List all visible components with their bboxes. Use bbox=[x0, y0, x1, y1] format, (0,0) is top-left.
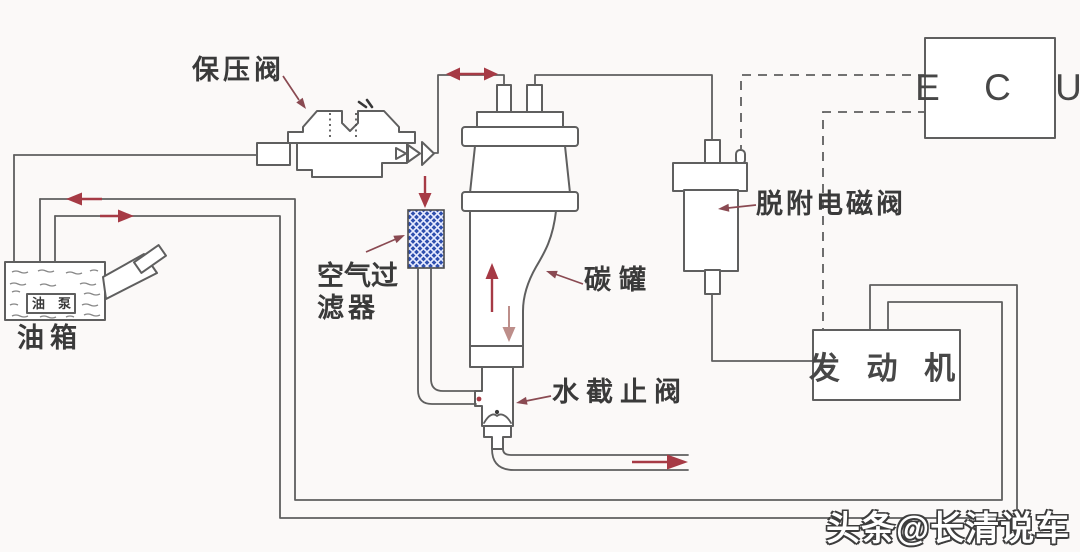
vapor-flow-double-arrow bbox=[446, 67, 498, 81]
canister-top-plate bbox=[476, 111, 564, 129]
purge-valve-terminal-pin bbox=[735, 149, 746, 165]
water-cutoff-leader bbox=[516, 395, 552, 405]
drain-pipe-inner bbox=[502, 448, 689, 456]
valve-funnel bbox=[483, 413, 512, 424]
label-engine: 发 动 机 bbox=[808, 350, 965, 386]
drain-flow-arrow-right bbox=[632, 454, 688, 470]
canister-lower-body bbox=[469, 210, 557, 347]
air-filter-element bbox=[407, 209, 445, 269]
purge-valve-bottom-stub bbox=[704, 269, 721, 295]
canister-down-flow-arrow bbox=[502, 306, 516, 342]
label-pressure-valve: 保压阀 bbox=[192, 55, 285, 85]
fuel-supply-pipe bbox=[54, 215, 1018, 519]
purge-valve-body bbox=[683, 189, 739, 272]
air-intake-down-arrow bbox=[418, 176, 432, 208]
purge-valve-top-stub bbox=[704, 139, 721, 165]
ecu-to-purge-valve-wire bbox=[740, 74, 927, 149]
watermark-text: 头条@长清说车 bbox=[826, 510, 1071, 548]
label-fuel-tank: 油箱 bbox=[17, 323, 83, 353]
canister-left-port bbox=[496, 84, 512, 114]
label-ecu: E C U bbox=[915, 67, 1080, 108]
drain-pipe-outer bbox=[491, 448, 689, 471]
canister-upper-body bbox=[469, 145, 571, 194]
purge-valve-leader bbox=[718, 203, 757, 212]
water-cutoff-valve-body bbox=[474, 366, 514, 427]
ecu-box bbox=[924, 37, 1056, 139]
pressure-valve-connector bbox=[256, 142, 291, 166]
label-air-filter-line1: 空气过 bbox=[317, 261, 398, 291]
label-water-cutoff-valve: 水截止阀 bbox=[552, 377, 688, 407]
air-filter-pipe-inner bbox=[430, 267, 477, 392]
cone-fittings bbox=[395, 141, 435, 166]
label-air-filter-line2: 滤器 bbox=[317, 293, 379, 323]
pressure-valve-internal-dashes bbox=[329, 113, 357, 140]
canister-bottom-cap bbox=[469, 345, 524, 368]
purge-valve-to-engine-pipe bbox=[711, 292, 814, 362]
label-canister: 碳罐 bbox=[584, 265, 654, 295]
engine-box bbox=[812, 329, 961, 401]
pressure-valve-leader bbox=[282, 75, 306, 109]
fuel-return-pipe bbox=[39, 198, 1003, 501]
purge-valve-cap bbox=[672, 162, 748, 192]
pressure-valve-marks bbox=[357, 98, 374, 109]
canister-to-purge-valve-pipe bbox=[534, 74, 713, 141]
canister-up-flow-arrow bbox=[485, 263, 499, 312]
canister-lower-flange bbox=[461, 191, 579, 212]
valve-funnel-dot bbox=[494, 409, 500, 415]
pressure-valve-housing bbox=[296, 142, 408, 178]
pressure-valve-cap bbox=[287, 110, 416, 144]
valve-to-canister-pipe bbox=[433, 74, 505, 154]
fuel-pump-box bbox=[26, 293, 76, 314]
return-flow-arrow-left bbox=[66, 192, 102, 206]
filler-cap bbox=[133, 244, 167, 274]
canister-right-port bbox=[526, 84, 543, 114]
supply-flow-arrow-right bbox=[100, 209, 134, 223]
label-purge-solenoid-valve: 脱附电磁阀 bbox=[756, 189, 906, 219]
ecu-to-engine-wire bbox=[822, 111, 927, 330]
valve-side-port-dot bbox=[476, 396, 482, 402]
valve-outlet-steps bbox=[483, 425, 512, 450]
label-fuel-pump: 油泵 bbox=[32, 296, 85, 311]
canister-upper-flange bbox=[461, 126, 579, 147]
air-filter-leader bbox=[365, 235, 405, 253]
air-filter-pipe-outer bbox=[417, 267, 477, 405]
fuel-level-waves bbox=[9, 269, 101, 319]
canister-leader bbox=[546, 270, 584, 285]
